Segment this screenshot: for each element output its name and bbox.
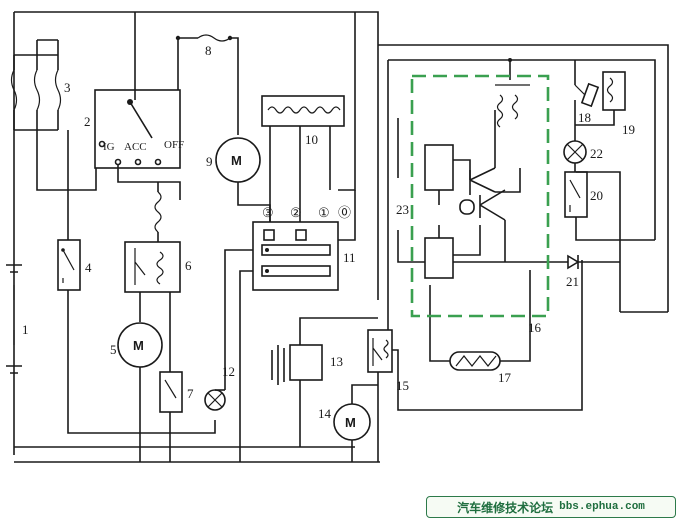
ignition-switch-2: IG ACC OFF 2 bbox=[36, 12, 184, 200]
switch-acc: ACC bbox=[124, 141, 147, 153]
compressor-13: 13 bbox=[271, 317, 378, 447]
switch-18: 18 bbox=[574, 60, 600, 130]
relay-15: 15 bbox=[367, 260, 583, 462]
label-6: 6 bbox=[185, 258, 192, 273]
terminal-3: ③ bbox=[262, 205, 274, 220]
label-18: 18 bbox=[578, 110, 591, 125]
label-12: 12 bbox=[222, 364, 235, 379]
right-wires bbox=[378, 44, 669, 330]
terminal-2: ② bbox=[290, 205, 302, 220]
relay-20: 20 bbox=[564, 171, 655, 312]
lamp-22: 22 bbox=[563, 130, 603, 172]
switch-4: 4 bbox=[57, 130, 216, 434]
switch-off: OFF bbox=[164, 139, 184, 151]
label-16: 16 bbox=[528, 320, 542, 335]
module-16-outline bbox=[410, 74, 550, 318]
label-23: 23 bbox=[396, 202, 409, 217]
label-4: 4 bbox=[85, 260, 92, 275]
motor-9: M 9 bbox=[206, 137, 271, 225]
label-7: 7 bbox=[187, 386, 194, 401]
relay-19: 19 bbox=[575, 71, 635, 137]
thermistor-17: 17 bbox=[429, 270, 531, 385]
label-10: 10 bbox=[305, 132, 318, 147]
label-9: 9 bbox=[206, 154, 213, 169]
terminal-1: ① bbox=[318, 205, 330, 220]
watermark-banner: 汽车维修技术论坛 bbs.ephua.com bbox=[426, 496, 676, 518]
label-21: 21 bbox=[566, 274, 579, 289]
motor-14-label: M bbox=[345, 415, 356, 430]
label-13: 13 bbox=[330, 354, 343, 369]
label-8: 8 bbox=[205, 43, 212, 58]
label-17: 17 bbox=[498, 370, 512, 385]
label-11: 11 bbox=[343, 250, 356, 265]
watermark-url: bbs.ephua.com bbox=[559, 501, 645, 513]
resistor-block-10: 10 bbox=[261, 95, 345, 225]
terminal-0: ⓪ bbox=[338, 205, 351, 220]
motor-14: M 14 bbox=[318, 384, 378, 462]
terminal-block-11: ③ ② ① ⓪ 11 bbox=[224, 12, 356, 462]
label-3: 3 bbox=[64, 80, 71, 95]
motor-5: M 5 bbox=[110, 322, 163, 462]
label-15: 15 bbox=[396, 378, 409, 393]
label-2: 2 bbox=[84, 114, 91, 129]
switch-ig: IG bbox=[103, 141, 115, 153]
label-22: 22 bbox=[590, 146, 603, 161]
label-14: 14 bbox=[318, 406, 332, 421]
fuse-8: 8 bbox=[175, 34, 239, 135]
amplifier-16: 16 23 bbox=[396, 58, 542, 335]
fuse-block-3: 3 bbox=[10, 40, 71, 131]
switch-7: 7 bbox=[159, 371, 194, 462]
lamp-12: 12 bbox=[204, 364, 235, 411]
relay-6: 6 bbox=[124, 241, 192, 372]
watermark-text: 汽车维修技术论坛 bbox=[457, 500, 554, 515]
label-19: 19 bbox=[622, 122, 635, 137]
label-5: 5 bbox=[110, 342, 117, 357]
diode-21: 21 bbox=[560, 254, 620, 289]
motor-5-label: M bbox=[133, 338, 144, 353]
motor-9-label: M bbox=[231, 153, 242, 168]
battery-1: 1 bbox=[6, 264, 29, 374]
label-20: 20 bbox=[590, 188, 603, 203]
label-1: 1 bbox=[22, 322, 29, 337]
fuse-wire-6 bbox=[154, 182, 162, 242]
